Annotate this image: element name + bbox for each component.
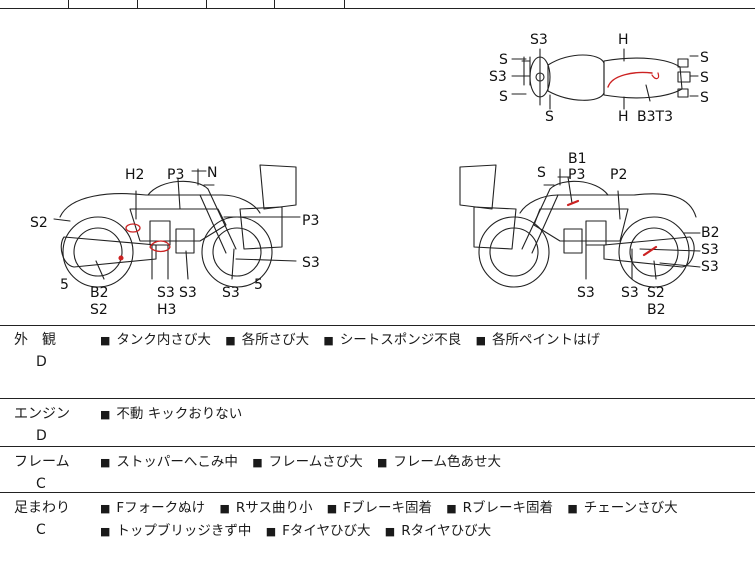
diagram-label: N [207, 165, 217, 181]
diagram-label: 5 [60, 277, 69, 293]
motorcycle-left-view [53, 164, 301, 288]
top-view-labels: S3 H S S3 S S S S S H B3T3 [489, 32, 709, 125]
section-notes: ■不動 キックおりない [100, 403, 745, 426]
diagram-label: B2 [647, 302, 666, 318]
note-item: ■Fタイヤひび大 [265, 523, 371, 539]
note-item: ■チェーンさび大 [567, 500, 678, 516]
note-item: ■タンク内さび大 [100, 332, 211, 348]
damage-diagram: S3 H S S3 S S S S S H B3T3 H2 P3 N S2 P3… [0, 8, 755, 326]
diagram-label: S2 [30, 215, 48, 231]
note-item: ■トップブリッジきず中 [100, 523, 252, 539]
motorcycle-right-view [459, 164, 701, 288]
diagram-label: S3 [222, 285, 240, 301]
diagram-label: S3 [577, 285, 595, 301]
diagram-label: P3 [568, 167, 585, 183]
section-name: フレーム [14, 454, 70, 470]
top-cell [274, 0, 345, 8]
section-grade: D [36, 354, 47, 370]
damage-mark [607, 71, 653, 88]
section-engine: エンジン D ■不動 キックおりない [0, 399, 755, 447]
section-header: 足まわり C [14, 497, 78, 541]
motorcycle-top-view [511, 48, 699, 110]
diagram-label: P2 [610, 167, 627, 183]
damage-mark [566, 199, 580, 207]
note-item: ■Rタイヤひび大 [384, 523, 492, 539]
diagram-label: S3 [621, 285, 639, 301]
note-item: ■Rサス曲り小 [219, 500, 313, 516]
section-suspension: 足まわり C ■Fフォークぬけ ■Rサス曲り小 ■Fブレーキ固着 ■Rブレーキ固… [0, 493, 755, 561]
section-name: 外 観 [14, 332, 56, 348]
top-cell [68, 0, 138, 8]
diagram-label: S3 [701, 259, 719, 275]
damage-mark [642, 245, 658, 257]
section-header: エンジン D [14, 403, 78, 447]
section-notes: ■タンク内さび大 ■各所さび大 ■シートスポンジ不良 ■各所ペイントはげ [100, 329, 745, 352]
note-item: ■各所さび大 [225, 332, 310, 348]
damage-mark [149, 240, 171, 253]
section-grade: C [36, 522, 46, 538]
diagram-label: P3 [167, 167, 184, 183]
diagram-label: B2 [90, 285, 109, 301]
damage-mark [125, 223, 141, 233]
left-view-labels: H2 P3 N S2 P3 S3 5 B2 S2 S3 S3 H3 S3 5 [30, 165, 320, 318]
diagram-label: B1 [568, 151, 587, 167]
note-item: ■Fブレーキ固着 [326, 500, 432, 516]
section-grade: D [36, 428, 47, 444]
diagram-label: S [537, 165, 546, 181]
diagram-label: S3 [179, 285, 197, 301]
damage-mark [651, 72, 660, 80]
diagram-label: S [700, 90, 709, 106]
diagram-label: S2 [90, 302, 108, 318]
diagram-label: H2 [125, 167, 144, 183]
diagram-label: S [499, 52, 508, 68]
section-notes: ■Fフォークぬけ ■Rサス曲り小 ■Fブレーキ固着 ■Rブレーキ固着 ■チェーン… [100, 497, 745, 543]
diagram-label: S3 [157, 285, 175, 301]
diagram-label: S3 [489, 69, 507, 85]
top-cell [137, 0, 207, 8]
section-name: エンジン [14, 406, 70, 422]
diagram-label: S [700, 70, 709, 86]
note-item: ■Fフォークぬけ [100, 500, 206, 516]
note-item: ■Rブレーキ固着 [446, 500, 554, 516]
section-grade: C [36, 476, 46, 492]
diagram-label: S [499, 89, 508, 105]
note-item: ■不動 キックおりない [100, 406, 243, 422]
right-view-labels: B1 S P3 P2 B2 S3 S3 S3 S3 S2 B2 [537, 151, 720, 318]
diagram-label: S [545, 109, 554, 125]
diagram-label: S3 [302, 255, 320, 271]
top-table-edge [0, 0, 755, 8]
diagram-label: H [618, 32, 629, 48]
diagram-label: S [700, 50, 709, 66]
diagram-label: P3 [302, 213, 319, 229]
diagram-label: S3 [530, 32, 548, 48]
note-item: ■ストッパーへこみ中 [100, 454, 238, 470]
diagram-label: H [618, 109, 629, 125]
section-notes: ■ストッパーへこみ中 ■フレームさび大 ■フレーム色あせ大 [100, 451, 745, 474]
top-cell [0, 0, 69, 8]
diagram-label: B3T3 [637, 109, 673, 125]
note-item: ■シートスポンジ不良 [323, 332, 462, 348]
diagram-label: B2 [701, 225, 720, 241]
section-frame: フレーム C ■ストッパーへこみ中 ■フレームさび大 ■フレーム色あせ大 [0, 447, 755, 493]
diagram-label: H3 [157, 302, 176, 318]
diagram-label: S2 [647, 285, 665, 301]
top-cell [206, 0, 275, 8]
section-header: フレーム C [14, 451, 78, 495]
diagram-label: S3 [701, 242, 719, 258]
note-item: ■各所ペイントはげ [475, 332, 601, 348]
damage-diagram-svg: S3 H S S3 S S S S S H B3T3 H2 P3 N S2 P3… [30, 32, 720, 318]
section-header: 外 観 D [14, 329, 78, 373]
section-name: 足まわり [14, 500, 70, 516]
note-item: ■フレームさび大 [252, 454, 363, 470]
damage-mark [118, 255, 124, 261]
diagram-label: 5 [254, 277, 263, 293]
note-item: ■フレーム色あせ大 [377, 454, 502, 470]
section-exterior: 外 観 D ■タンク内さび大 ■各所さび大 ■シートスポンジ不良 ■各所ペイント… [0, 325, 755, 399]
